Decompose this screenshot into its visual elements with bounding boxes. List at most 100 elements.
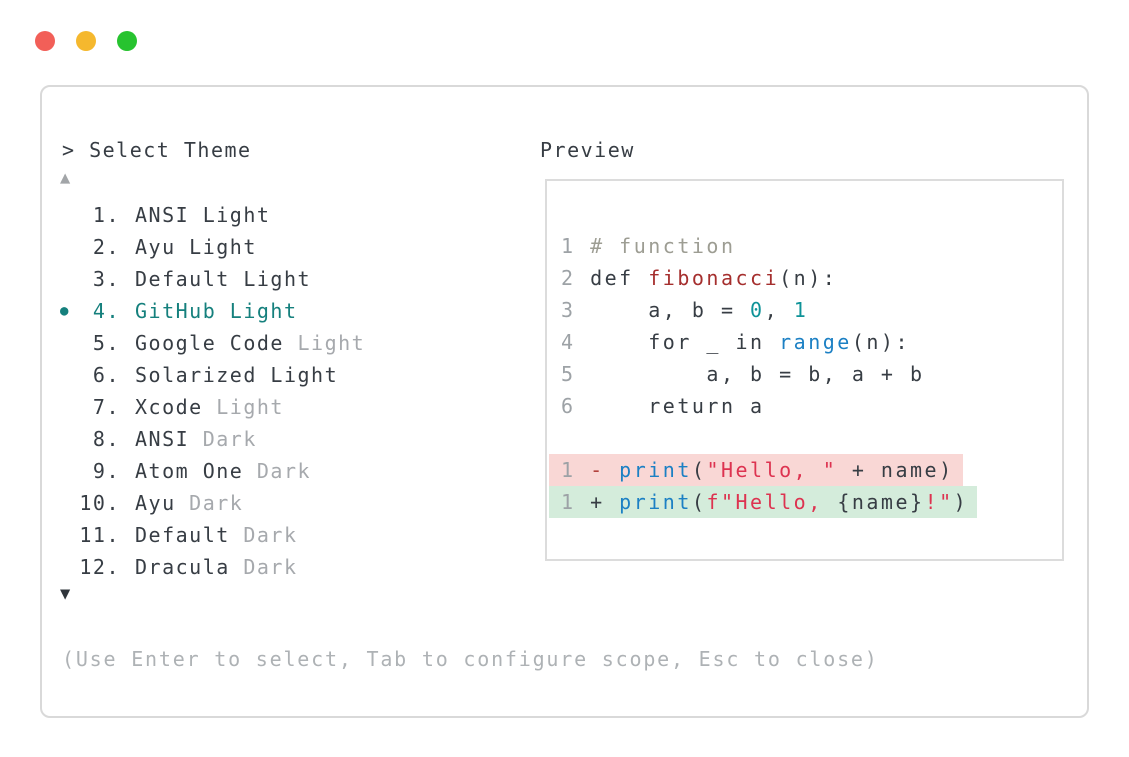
code-token-plain: (n): [779, 266, 838, 290]
theme-item-number: 7. [92, 395, 120, 419]
code-token-plain: + [575, 490, 620, 514]
code-line: 3 a, b = 0, 1 [561, 294, 1062, 326]
code-line [561, 422, 1062, 454]
theme-list-item-google-code[interactable]: 5. Google Code Light [42, 327, 522, 359]
theme-selector-title: > Select Theme [62, 138, 252, 162]
code-token-plain: a, b = b, a + b [575, 362, 925, 386]
line-number: 2 [561, 266, 576, 290]
line-number: 1 [561, 490, 576, 514]
diff-del-line: 1 - print("Hello, " + name) [549, 454, 1062, 486]
code-token-plain: , [764, 298, 794, 322]
theme-item-variant-suffix: Light [202, 395, 284, 419]
code-token-plain [576, 234, 591, 258]
code-line: 6 return a [561, 390, 1062, 422]
theme-item-number: 8. [92, 427, 120, 451]
code-line: 4 for _ in range(n): [561, 326, 1062, 358]
theme-item-number: 11. [79, 523, 120, 547]
code-token-plain: ( [691, 490, 707, 514]
theme-item-variant-suffix: Dark [175, 491, 244, 515]
code-token-plain: + name) [837, 458, 954, 482]
code-token-plain: return a [575, 394, 765, 418]
theme-item-number: 3. [92, 267, 120, 291]
theme-item-variant-suffix: Dark [189, 427, 257, 451]
theme-item-number: 4. [92, 299, 120, 323]
diff-add-line: 1 + print(f"Hello, {name}!") [549, 486, 1062, 518]
theme-item-name: Atom One [135, 459, 244, 483]
theme-list-item-default-light[interactable]: 3. Default Light [42, 263, 522, 295]
minimize-button-icon[interactable] [76, 31, 96, 51]
line-number: 3 [561, 298, 576, 322]
theme-item-number: 2. [92, 235, 120, 259]
theme-list-item-ayu[interactable]: 10. Ayu Dark [42, 487, 522, 519]
code-token-plain: ) [953, 490, 969, 514]
theme-item-variant-suffix: Light [283, 331, 366, 355]
theme-item-name: Default Light [135, 267, 312, 291]
theme-item-name: GitHub Light [135, 299, 298, 323]
code-line: 2 def fibonacci(n): [561, 262, 1062, 294]
theme-list-item-dracula[interactable]: 12. Dracula Dark [42, 551, 522, 583]
theme-item-name: Default [135, 523, 230, 547]
code-token-delsign: - [575, 458, 620, 482]
theme-item-number: 5. [92, 331, 120, 355]
theme-item-variant-suffix: Dark [243, 459, 312, 483]
theme-item-name: ANSI Light [135, 203, 271, 227]
theme-list-item-github-light[interactable]: ● 4. GitHub Light [42, 295, 522, 327]
theme-item-variant-suffix: Dark [229, 523, 298, 547]
code-token-plain: ( [691, 458, 707, 482]
code-token-builtin: range [779, 330, 852, 354]
line-number: 1 [561, 458, 576, 482]
code-token-comment: # function [590, 234, 736, 258]
theme-list-item-ansi-light[interactable]: 1. ANSI Light [42, 199, 522, 231]
theme-list: 1. ANSI Light 2. Ayu Light 3. Default Light ● 4… [42, 199, 522, 583]
line-number: 5 [561, 362, 576, 386]
preview-label: Preview [540, 138, 635, 162]
scroll-down-icon[interactable]: ▼ [60, 584, 71, 604]
code-token-string: f"Hello, [706, 490, 838, 514]
theme-item-number: 12. [79, 555, 120, 579]
window-controls [35, 31, 137, 51]
line-number: 4 [561, 330, 576, 354]
code-token-builtin: print [619, 458, 692, 482]
code-token-num: 0 [750, 298, 765, 322]
selected-indicator-icon: ● [60, 303, 70, 319]
theme-list-item-default[interactable]: 11. Default Dark [42, 519, 522, 551]
theme-item-name: Solarized Light [135, 363, 339, 387]
code-token-plain: a, b = [575, 298, 751, 322]
theme-item-number: 6. [92, 363, 120, 387]
code-token-plain: (n): [851, 330, 911, 354]
footer-hint: (Use Enter to select, Tab to configure s… [62, 647, 879, 671]
code-token-num: 1 [793, 298, 809, 322]
theme-list-item-ayu-light[interactable]: 2. Ayu Light [42, 231, 522, 263]
code-token-plain: def [575, 266, 649, 290]
theme-list-item-solarized-light[interactable]: 6. Solarized Light [42, 359, 522, 391]
close-button-icon[interactable] [35, 31, 55, 51]
theme-list-item-xcode[interactable]: 7. Xcode Light [42, 391, 522, 423]
code-line: 5 a, b = b, a + b [561, 358, 1062, 390]
theme-item-number: 1. [92, 203, 120, 227]
theme-item-number: 9. [92, 459, 120, 483]
theme-item-name: Ayu [135, 491, 176, 515]
theme-item-name: Xcode [135, 395, 203, 419]
theme-item-variant-suffix: Dark [229, 555, 298, 579]
code-token-builtin: print [619, 490, 692, 514]
zoom-button-icon[interactable] [117, 31, 137, 51]
theme-list-item-atom-one[interactable]: 9. Atom One Dark [42, 455, 522, 487]
code-token-plain: for _ in [575, 330, 780, 354]
line-number: 1 [561, 234, 576, 258]
theme-item-name: Ayu Light [135, 235, 257, 259]
scroll-up-icon[interactable]: ▲ [60, 168, 71, 188]
theme-item-name: Dracula [135, 555, 230, 579]
theme-item-number: 10. [79, 491, 120, 515]
line-number: 6 [561, 394, 576, 418]
code-token-func: fibonacci [648, 266, 780, 290]
code-token-string: "Hello, " [706, 458, 838, 482]
theme-picker-window: > Select Theme ▲ 1. ANSI Light 2. Ayu Light… [40, 85, 1089, 718]
code-line: 1 # function [561, 230, 1062, 262]
code-token-string: !" [924, 490, 954, 514]
theme-item-name: Google Code [135, 331, 284, 355]
theme-item-name: ANSI [135, 427, 190, 451]
code-token-plain: {name} [837, 490, 925, 514]
theme-list-item-ansi[interactable]: 8. ANSI Dark [42, 423, 522, 455]
